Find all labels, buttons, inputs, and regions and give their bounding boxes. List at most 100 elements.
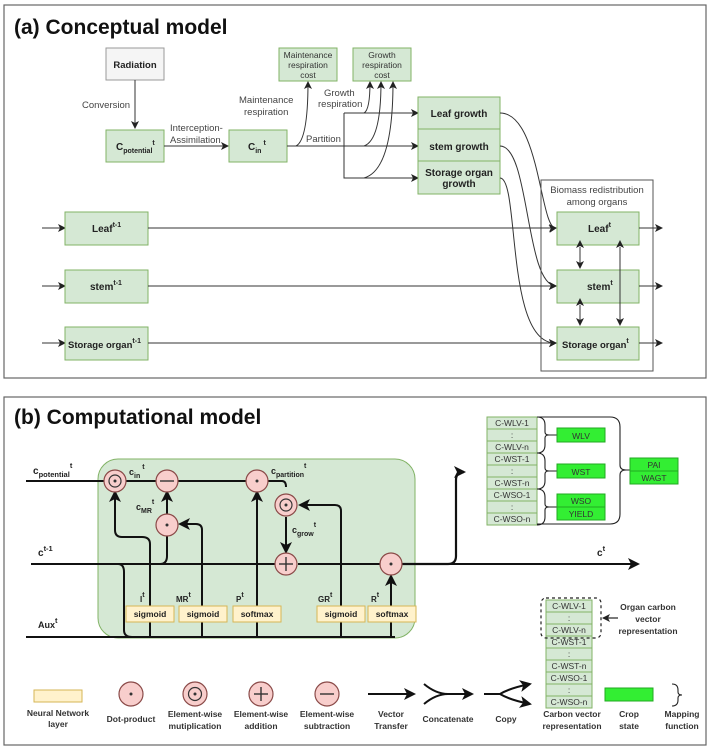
c-in-internal-label: cint <box>129 464 145 480</box>
maintenance-cost-label-1: Maintenance <box>284 50 333 60</box>
legend-ew-add-label: Element-wise <box>234 709 289 719</box>
legend-carbon-vector-label-2: representation <box>542 721 601 731</box>
storage-growth-label-1: Storage organ <box>425 168 493 179</box>
gate-i: It sigmoid <box>125 592 175 623</box>
c-partition-label: cpartitiont <box>271 463 307 479</box>
c-potential-label: Cpotentialt <box>116 140 155 155</box>
storage-prev-label: Storage organt-1 <box>68 338 141 351</box>
legend-copy-label: Copy <box>495 714 517 724</box>
svg-text:Pt: Pt <box>236 592 244 604</box>
c-mr-label: cMRt <box>136 499 155 515</box>
leaf-now-label: Leaft <box>588 222 612 235</box>
maintenance-cost-label-3: cost <box>300 70 316 80</box>
crop-state-wlv-label: WLV <box>572 431 590 441</box>
legend-nn-layer-label: Neural Network <box>27 708 90 718</box>
nn-layer-gr <box>316 605 366 623</box>
legend-mapping-label-2: function <box>665 721 699 731</box>
legend-crop-state-label: Crop <box>619 709 639 719</box>
carbon-vector-cell-label: C-WST-1 <box>552 637 587 647</box>
c-in-label: Cint <box>248 140 266 155</box>
c-prev-input-label: ct-1 <box>38 544 53 559</box>
svg-text:Rt: Rt <box>371 592 380 604</box>
gate-r: Rt softmax <box>367 592 417 623</box>
growth-cost-label-2: respiration <box>362 60 402 70</box>
leaf-prev-label: Leaft-1 <box>92 222 121 235</box>
nn-layer-p-label: softmax <box>241 609 274 619</box>
legend-ew-add-label-2: addition <box>244 721 277 731</box>
legend-mapping-brace-icon <box>671 683 683 707</box>
c-now-label: ct <box>597 544 606 559</box>
nn-layer-i-label: sigmoid <box>134 609 167 619</box>
carbon-vector-cell-label: : <box>568 685 570 695</box>
carbon-vector-cell-label: : <box>568 649 570 659</box>
growth-resp-arrow-3 <box>363 81 397 179</box>
gr-gate-path <box>298 499 342 637</box>
svg-text:MRt: MRt <box>176 592 191 604</box>
legend-dot-product-icon <box>118 681 144 707</box>
legend-ew-sub-icon <box>314 681 340 707</box>
leaf-now-box <box>556 211 640 246</box>
c-grow-label: cgrowt <box>292 522 317 538</box>
carbon-vector-cell-label: C-WSO-1 <box>551 673 588 683</box>
maintenance-respiration-label: Maintenance <box>239 95 293 106</box>
carbon-vector-cell-label: C-WSO-n <box>494 514 531 524</box>
crop-state-wagt-label: WAGT <box>641 473 666 483</box>
storage-now-box <box>556 326 640 361</box>
legend-ew-sub-label: Element-wise <box>300 709 355 719</box>
carbon-vector-cell-label: : <box>511 466 513 476</box>
storage-growth-label-2: growth <box>442 179 475 190</box>
legend-ew-sub-label-2: subtraction <box>304 721 350 731</box>
legend-ew-mult-icon <box>182 681 208 707</box>
crop-state-wagt <box>629 470 679 485</box>
legend-crop-state-label-2: state <box>619 721 639 731</box>
panel-a-title: (a) Conceptual model <box>14 16 228 39</box>
legend-ew-mult-label-2: mutiplication <box>169 721 222 731</box>
c-prev-to-mr <box>159 536 168 565</box>
carbon-vector-legend: C-WLV-1:C-WLV-nC-WST-1:C-WST-nC-WSO-1:C-… <box>545 599 593 709</box>
legend-nn-layer-label-2: layer <box>48 719 69 729</box>
i-gate-path <box>109 490 151 637</box>
carbon-vector-cell-label: C-WSO-n <box>551 697 588 707</box>
nn-layer-p <box>232 605 282 623</box>
organ-carbon-label-2: vector <box>635 614 661 624</box>
growth-resp-arrow-1 <box>363 81 374 114</box>
radiation-label: Radiation <box>113 60 156 71</box>
biomass-redistribution-frame <box>540 179 654 372</box>
mr-gate-path <box>178 518 203 637</box>
nn-layer-r <box>367 605 417 623</box>
organ-carbon-label-3: representation <box>618 626 677 636</box>
legend-crop-state-swatch <box>604 687 654 702</box>
storage-growth-box <box>417 160 501 195</box>
ew-sub-op <box>155 469 179 493</box>
c-potential-input-label: cpotentialt <box>33 461 73 479</box>
organ-carbon-label-1: Organ carbon <box>620 602 676 612</box>
leaf-prev-box <box>64 211 149 246</box>
carbon-vector-cell-label: C-WLV-1 <box>552 601 586 611</box>
carbon-vector-cell-label: C-WST-1 <box>495 454 530 464</box>
nn-layer-mr-label: sigmoid <box>187 609 220 619</box>
crop-state-wlv <box>556 427 606 443</box>
ew-add-op <box>274 552 298 576</box>
gate-mr: MRt sigmoid <box>176 592 228 623</box>
svg-text:It: It <box>140 592 145 604</box>
legend-concatenate-label: Concatenate <box>422 714 473 724</box>
crop-state-wst-label: WST <box>572 467 591 477</box>
nn-layer-r-label: softmax <box>376 609 409 619</box>
storage-now-label: Storage organt <box>562 338 629 351</box>
panel-b-title: (b) Computational model <box>14 406 261 429</box>
legend-concatenate-icon <box>423 683 474 705</box>
crop-state-yield-label: YIELD <box>569 509 594 519</box>
carbon-vector-cell <box>545 695 593 709</box>
growth-cost-box <box>352 47 412 82</box>
carbon-vector-cell-label: C-WLV-1 <box>495 418 529 428</box>
leaf-growth-box <box>417 96 501 130</box>
assimilation-label: Assimilation <box>170 135 221 146</box>
storage-growth-to-storage <box>499 177 557 348</box>
svg-text:GRt: GRt <box>318 592 333 604</box>
crop-state-wst <box>556 463 606 479</box>
legend-vector-transfer-label-2: Transfer <box>374 721 408 731</box>
biomass-label-2: among organs <box>567 197 628 208</box>
aux-input-label: Auxt <box>38 616 58 630</box>
crop-state-wso-label: WSO <box>571 496 592 506</box>
partition-to-storage <box>343 113 419 182</box>
